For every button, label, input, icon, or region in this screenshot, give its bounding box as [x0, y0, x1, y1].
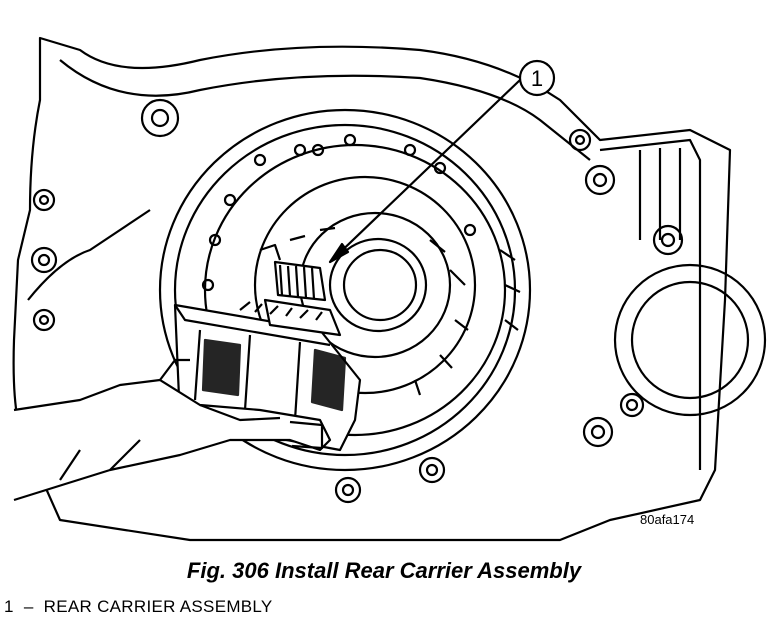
legend-number: 1	[4, 597, 14, 616]
hand	[13, 358, 332, 502]
case-bolts	[30, 98, 684, 504]
callout-leader	[329, 79, 521, 263]
transmission-illustration: 1	[12, 36, 767, 542]
callout-circle	[518, 59, 556, 97]
figure-code: 80afa174	[640, 512, 695, 527]
legend-separator: –	[23, 597, 34, 616]
legend-item: 1 – REAR CARRIER ASSEMBLY	[4, 597, 273, 617]
figure-caption: Fig. 306 Install Rear Carrier Assembly	[186, 558, 582, 583]
clutch-holes	[201, 133, 477, 292]
legend-label: REAR CARRIER ASSEMBLY	[43, 597, 273, 616]
callout-number: 1	[531, 66, 543, 91]
